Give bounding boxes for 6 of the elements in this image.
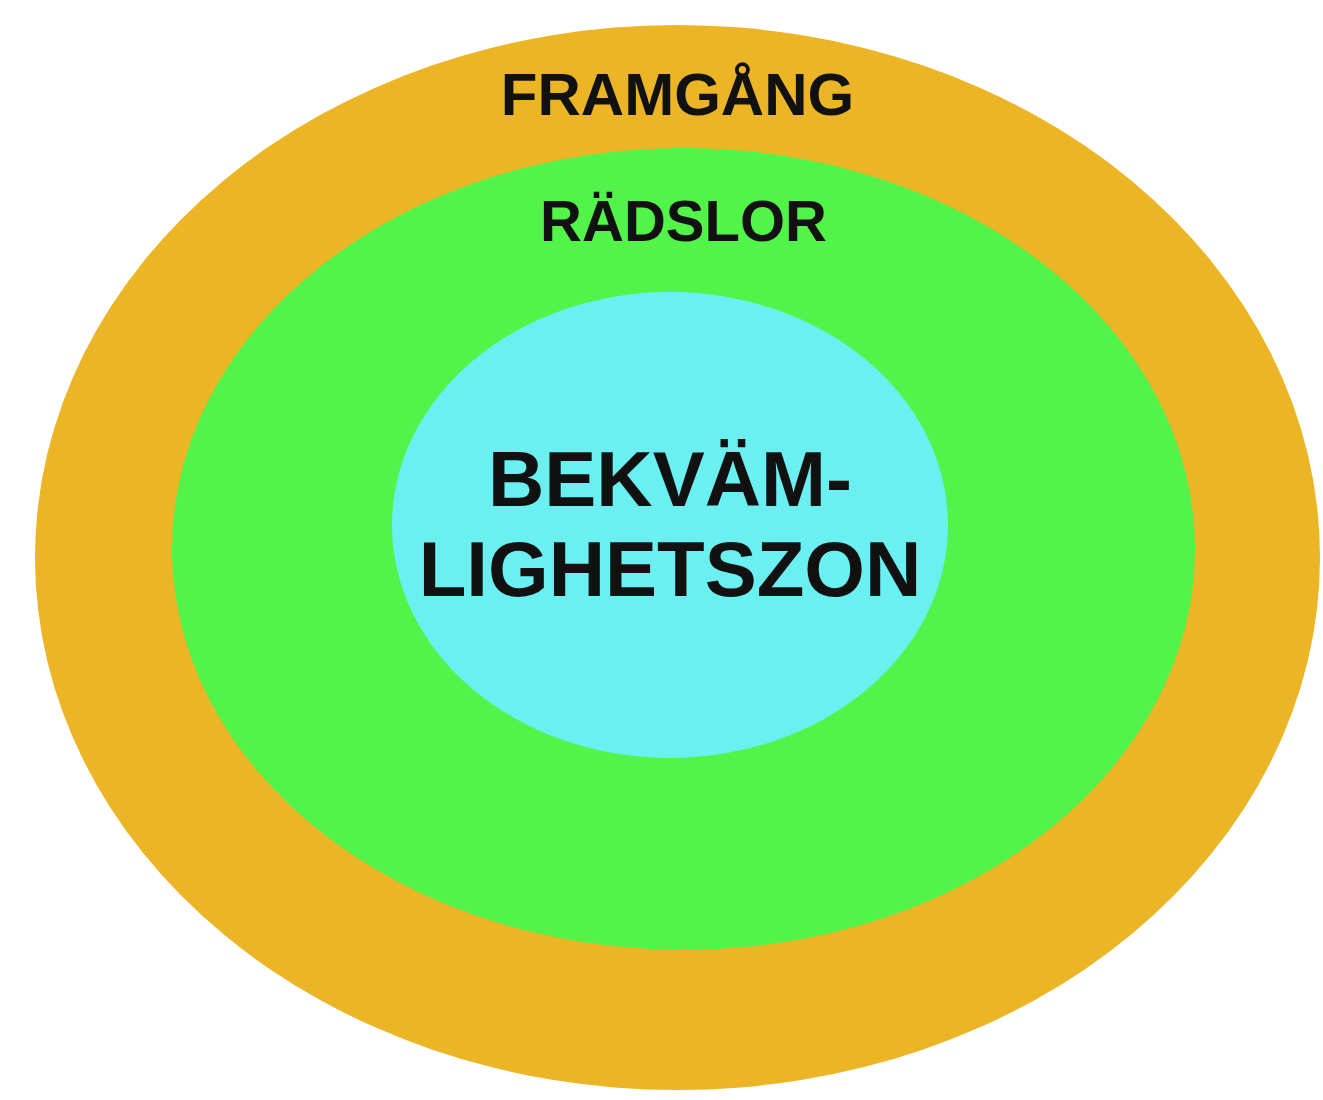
zone-ellipse: [392, 292, 948, 758]
zone-label: BEKVÄM- LIGHETSZON: [418, 435, 922, 615]
zone-label: RÄDSLOR: [540, 188, 827, 255]
zone-label: FRAMGÅNG: [500, 60, 855, 129]
zone-ellipse: [35, 25, 1320, 1090]
zone-ellipse: [172, 148, 1195, 950]
